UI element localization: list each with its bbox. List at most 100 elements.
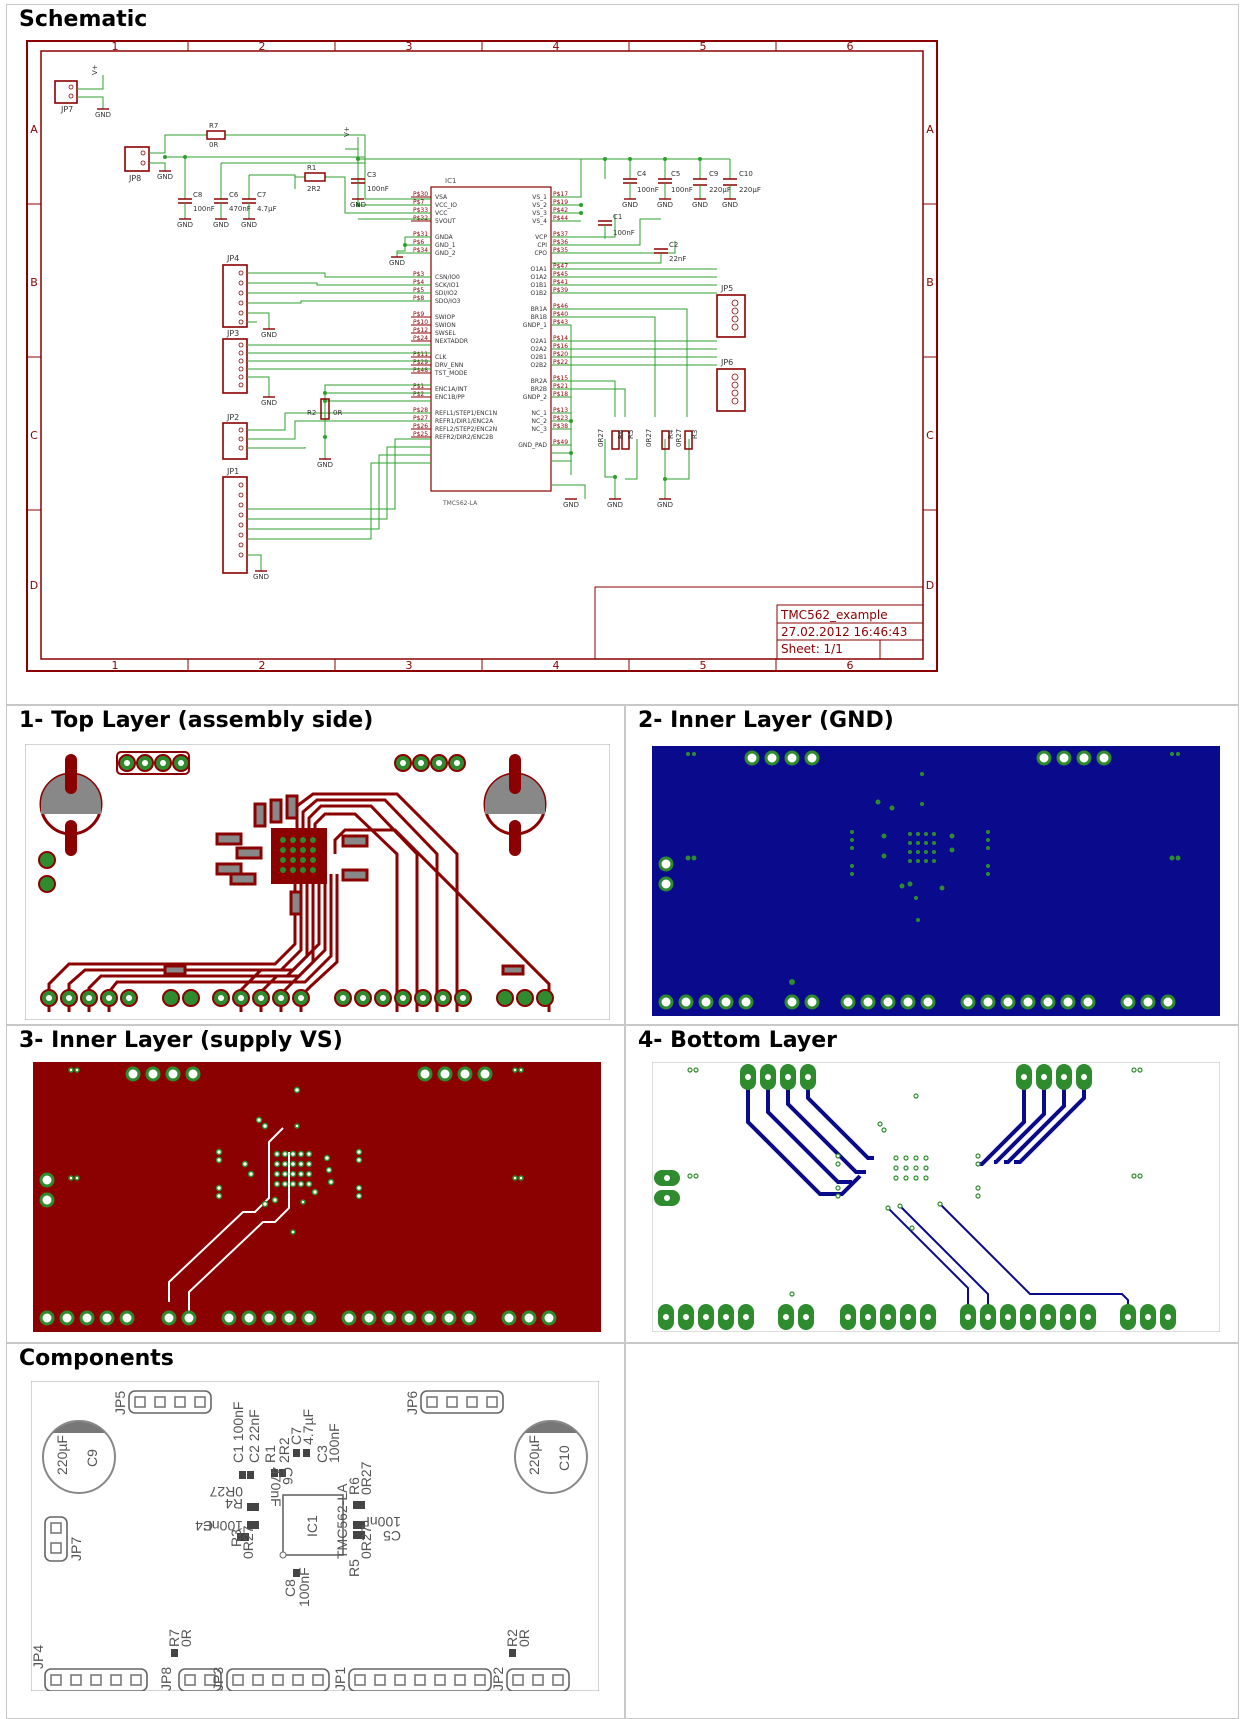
gnd-label: GND: [213, 221, 229, 229]
components-title: Components: [19, 1346, 174, 1371]
title-block-sheet: Sheet: 1/1: [781, 642, 843, 656]
ic1-left-pad: P$24: [413, 335, 428, 342]
ic1-right-pin-name: O2A2: [531, 346, 548, 353]
silk-label-r3: R3: [228, 1529, 244, 1547]
ic1-left-pad: P$6: [413, 239, 424, 246]
gnd-label: GND: [657, 501, 673, 509]
silk-label-r3-value: 0R27: [240, 1525, 256, 1559]
ic1-left-pin-name: SCK/IO1: [435, 282, 459, 289]
jp1-symbol: [222, 476, 248, 574]
c5-value: 100nF: [671, 186, 693, 194]
ic1-left-pad: P$11: [413, 351, 428, 358]
ic1-right-pad: P$38: [553, 423, 568, 430]
c4-symbol: [623, 178, 637, 184]
vs-plane-traces: [168, 1127, 290, 1320]
jp1-label: JP1: [226, 467, 239, 476]
ic1-left-pin-name: REFR2/DIR2/ENC2B: [435, 434, 493, 441]
ic1-right-pin-name: O1B1: [531, 282, 548, 289]
silk-c10: [514, 1420, 588, 1494]
silk-smd-parts: [171, 1449, 516, 1657]
row-label-right: D: [926, 579, 934, 592]
c10-symbol: [723, 178, 737, 186]
gnd-label: GND: [261, 331, 277, 339]
ic1-left-pad: P$8: [413, 295, 424, 302]
ic1-right-pad: P$16: [553, 343, 568, 350]
c1-symbol: [598, 220, 612, 226]
c7-value: 4.7µF: [257, 205, 277, 213]
frame-col-dividers: [27, 41, 937, 671]
gnd-label: GND: [389, 259, 405, 267]
silk-c9: [42, 1420, 116, 1494]
row-label-right: A: [926, 123, 934, 136]
r6-value: 0R27: [597, 429, 605, 447]
silk-label-c5: C5: [383, 1528, 401, 1544]
components-cell: Components: [6, 1343, 625, 1719]
ic1-right-pin-name: O2A1: [531, 338, 548, 345]
jp8-label: JP8: [128, 174, 141, 183]
silk-c9-band: [53, 1421, 105, 1433]
col-label-top: 6: [847, 40, 854, 53]
ic1-right-pad: P$37: [553, 231, 568, 238]
ic1-left-pin-name: ENC1B/PP: [435, 394, 465, 401]
ic1-left-pin-name: REFL1/STEP1/ENC1N: [435, 410, 497, 417]
col-label-bottom: 1: [112, 659, 119, 672]
col-label-bottom: 5: [700, 659, 707, 672]
ic1-left-pin-name: REFL2/STEP2/ENC2N: [435, 426, 497, 433]
silk-label-c8: C8: [282, 1579, 298, 1597]
silk-label-c7-value: 4.7µF: [300, 1409, 316, 1445]
c5-label: C5: [671, 170, 680, 178]
ic1-right-pin-name: CPO: [534, 250, 547, 257]
c10-label: C10: [739, 170, 753, 178]
c1-label: C1: [613, 213, 622, 221]
ic1-left-pin-name: VCC_IO: [435, 202, 457, 209]
ic1-right-pad: P$13: [553, 407, 568, 414]
ic1-left-pad: P$33: [413, 207, 428, 214]
gnd-label: GND: [157, 173, 173, 181]
silk-label-jp2: JP2: [490, 1667, 506, 1691]
ic1-right-pad: P$14: [553, 335, 568, 342]
top-electrolytic-caps: [39, 754, 547, 856]
ic1-right-pin-name: BR2A: [531, 378, 548, 385]
row-label-left: B: [30, 276, 38, 289]
schematic-title: Schematic: [19, 7, 148, 32]
jp3-symbol: [222, 338, 248, 394]
jp3-label: JP3: [226, 329, 239, 338]
c2-symbol: [654, 248, 668, 254]
c2-label: C2: [669, 241, 678, 249]
ic1-right-pad: P$41: [553, 279, 568, 286]
ic1-left-pad: P$29: [413, 359, 428, 366]
ic1-right-pin-name: NC_3: [532, 426, 548, 433]
silk-ic1-pin1-marker: [279, 1551, 287, 1559]
top-layer-title: 1- Top Layer (assembly side): [19, 708, 374, 733]
c7-label: C7: [257, 191, 266, 199]
silk-label-r6-value: 0R27: [358, 1461, 374, 1495]
silk-label-c6-value: 470nF: [268, 1467, 284, 1507]
c4-value: 100nF: [637, 186, 659, 194]
r5-value: 0R27: [645, 429, 653, 447]
silk-label-c3: C3: [314, 1445, 330, 1463]
top-ic1-thermal-vias: [280, 837, 316, 873]
bottom-layer-title: 4- Bottom Layer: [638, 1028, 838, 1053]
ic1-right-pad: P$49: [553, 439, 568, 446]
c10-value: 220µF: [739, 186, 761, 194]
gnd-layer-board: [652, 746, 1220, 1016]
c9-value: 220µF: [709, 186, 731, 194]
ic1-left-pin-name: SDI/IO2: [435, 290, 458, 297]
jp5-label: JP5: [720, 284, 733, 293]
jp4-label: JP4: [226, 254, 239, 263]
ic1-right-pin-name: BR1B: [531, 314, 547, 321]
ic1-right-pin-name: GNDP_2: [523, 394, 547, 401]
silk-label-c10: C10: [556, 1445, 572, 1471]
ic1-right-pin-name: O1B2: [531, 290, 548, 297]
r2-symbol: [320, 398, 330, 420]
gnd-label: GND: [657, 201, 673, 209]
row-label-left: D: [30, 579, 38, 592]
silk-label-c5-value: 100nF: [361, 1514, 401, 1530]
ic1-right-pin-name: VS_1: [532, 194, 547, 201]
title-block: [594, 586, 924, 660]
c5-symbol: [658, 178, 672, 184]
row-label-left: A: [30, 123, 38, 136]
c3-label: C3: [367, 171, 376, 179]
gnd-label: GND: [261, 399, 277, 407]
gnd-label: GND: [563, 501, 579, 509]
